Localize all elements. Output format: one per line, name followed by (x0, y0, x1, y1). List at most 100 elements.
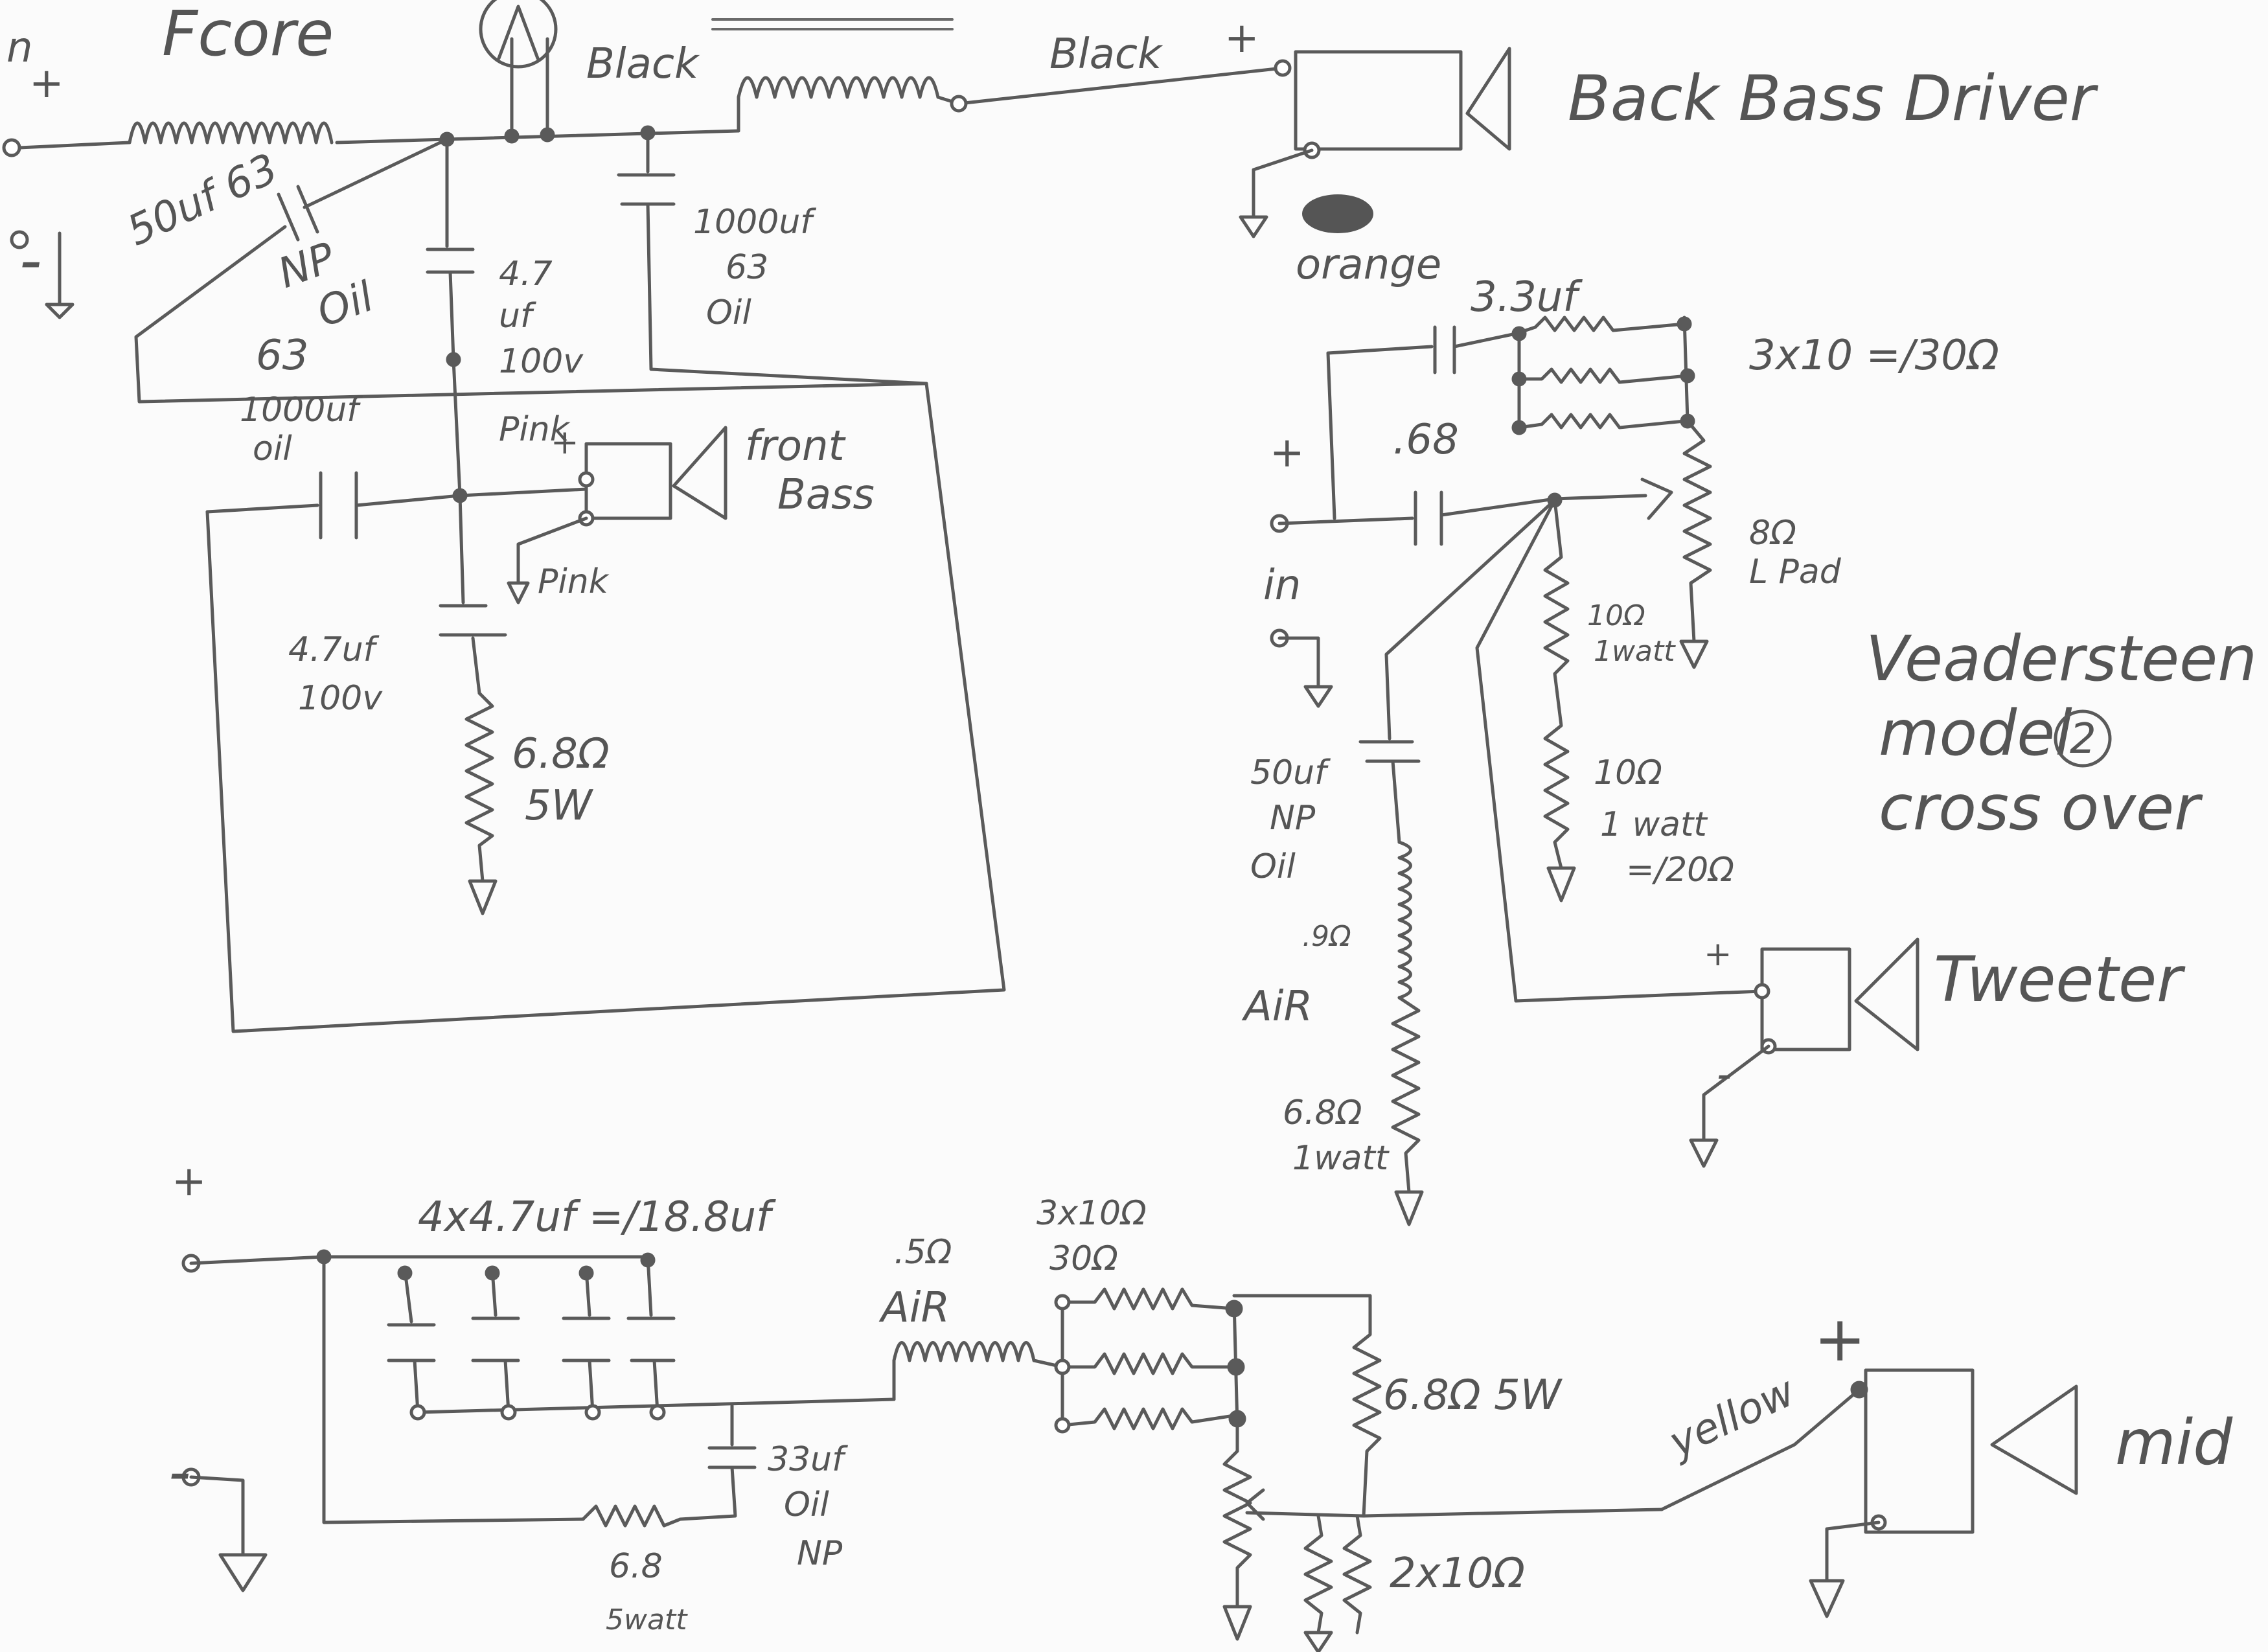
tweeter-plus-terminal (1754, 983, 1770, 1000)
wire (303, 137, 449, 209)
junction-node (504, 128, 520, 144)
caps-4x-label: 4x4.7uf =/18.8uf (418, 1193, 776, 1241)
front-bass-ground (507, 516, 588, 604)
back-bass-plus-terminal (1274, 59, 1292, 77)
coil-05-value: .5Ω (894, 1233, 952, 1272)
mid-minus-label: - (168, 1436, 191, 1508)
bass-input-plus-terminal (2, 138, 21, 157)
mid-output-wire (1245, 1508, 1664, 1518)
front-bass-label-line2: Bass (777, 471, 875, 519)
tweeter-label: Tweeter (1934, 943, 2186, 1016)
title-line-1: Veadersteen (1866, 623, 2257, 695)
tweeter-in-plus-label: + (1270, 429, 1305, 477)
junction-node (1225, 1300, 1243, 1318)
bass-input-plus-label: + (29, 60, 64, 108)
cap-1000uf-bottom-oil-label: oil (253, 430, 292, 468)
coil-09-value: .9Ω (1302, 920, 1351, 953)
res-10-ohm-pair (1543, 498, 1576, 902)
core-lines (711, 18, 954, 30)
back-bass-ground (1239, 148, 1314, 238)
res-10-a-watt: 1watt (1594, 635, 1676, 668)
cap-50uf-np (1358, 498, 1557, 844)
junction-node (1054, 1359, 1071, 1375)
cap-50uf-label: 50uf 63 (120, 144, 285, 255)
res-6-8-5watt-value: 6.8 (609, 1547, 663, 1586)
fcore-inductor (128, 121, 334, 144)
cap-068-label: .68 (1393, 416, 1459, 464)
res-3x10-mid-total: 30Ω (1049, 1239, 1118, 1278)
cap-3-3uf-label: 3.3uf (1471, 273, 1583, 321)
cap-50uf-symbol (277, 185, 319, 242)
res-3x10-mid-label: 3x10Ω (1037, 1194, 1147, 1233)
front-bass-label-line1: front (745, 422, 847, 470)
res-10-ohm-mid-a (1060, 1287, 1236, 1311)
cap-50uf-oil: Oil (1250, 847, 1296, 886)
tweeter-cone (1854, 937, 1919, 1051)
cap-4-7uf-bottom-value: 4.7uf (288, 630, 380, 669)
bass-main-wire (335, 129, 740, 144)
junction-node (1680, 368, 1695, 384)
res-2x10-label: 2x10Ω (1390, 1550, 1525, 1598)
coil-09-air: AiR (1241, 983, 1312, 1031)
tweeter-input-ground (1277, 636, 1333, 708)
fcore-label: Fcore (162, 0, 334, 70)
circled-meter-symbol (479, 0, 558, 69)
mid-lpad-wiper (1245, 1488, 1265, 1521)
res-10-ohm-c (1517, 413, 1686, 430)
cap-4-7uf-top-voltage: 100v (499, 342, 584, 381)
mid-lpad (1222, 1417, 1252, 1641)
front-bass-driver-box (584, 442, 672, 520)
res-6-8-tweeter-value: 6.8Ω (1283, 1094, 1362, 1132)
input-corner-label: n (6, 24, 33, 72)
tweeter-feed-wire (1475, 498, 1764, 1003)
model-number: 2 (2070, 715, 2096, 763)
junction-node (1511, 326, 1527, 341)
bass-input-wire (17, 141, 132, 150)
cap-1000uf-right-voltage: 63 (726, 248, 768, 287)
bass-input-minus-terminal (10, 230, 29, 249)
res-10-ohm-b (1517, 367, 1690, 384)
back-bass-plus-label: + (1224, 14, 1259, 62)
cap-3-3uf (1326, 325, 1518, 374)
cap-4-7uf-top-unit: uf (499, 297, 536, 336)
mid-section (181, 1249, 2078, 1652)
res-6-8-tweeter-watt: 1watt (1292, 1139, 1390, 1178)
cap-068 (1277, 490, 1647, 546)
tweeter-section (1270, 315, 1919, 1226)
res-6-8-5watt (581, 1504, 682, 1528)
plus-mark: + (551, 423, 579, 462)
l-pad-8-ohm (1679, 419, 1712, 669)
res-6-8-5watt-watt: 5watt (606, 1603, 688, 1636)
res-10-ohm-mid-d (1303, 1514, 1333, 1652)
back-bass-driver-cone (1465, 47, 1511, 151)
tweeter-minus-label: - (1717, 1051, 1732, 1099)
back-bass-inductor (737, 76, 940, 99)
wire-black-label-1: Black (586, 40, 700, 88)
junction-node (1227, 1358, 1245, 1376)
orange-wire-label: orange (1296, 241, 1441, 289)
wire-black-label-2: Black (1049, 30, 1163, 78)
tweeter-ground (1689, 1044, 1770, 1168)
junction-node (1054, 1417, 1071, 1434)
mid-ground (1809, 1520, 1881, 1618)
cap-1000uf-right-value: 1000uf (693, 203, 816, 242)
res-10-ohm-mid-c (1060, 1407, 1236, 1430)
title-line-3: cross over (1879, 772, 2203, 844)
title-line-2: model (1879, 697, 2072, 770)
cap-33uf-oil: Oil (784, 1486, 829, 1524)
cap-4-7uf-top (426, 137, 475, 361)
res-10-ohm-mid-e (1342, 1514, 1372, 1635)
res-10-ohm-mid-b (1060, 1352, 1236, 1375)
res-6-8-ohm-1watt (1391, 996, 1424, 1226)
tweeter-plus-label: + (1704, 935, 1732, 974)
coil-05-ohm-air (892, 1341, 1036, 1362)
res-6-8-right-label: 6.8Ω 5W (1383, 1371, 1563, 1419)
res-6-8-value: 6.8Ω (512, 730, 610, 778)
mid-driver-box (1864, 1368, 1975, 1534)
lpad-label: L Pad (1749, 553, 1842, 591)
back-bass-driver-label: Back Bass Driver (1568, 62, 2099, 135)
coil-05-air: AiR (878, 1284, 950, 1332)
cap-33uf-value: 33uf (768, 1440, 848, 1479)
model-number-circle (2054, 709, 2112, 768)
